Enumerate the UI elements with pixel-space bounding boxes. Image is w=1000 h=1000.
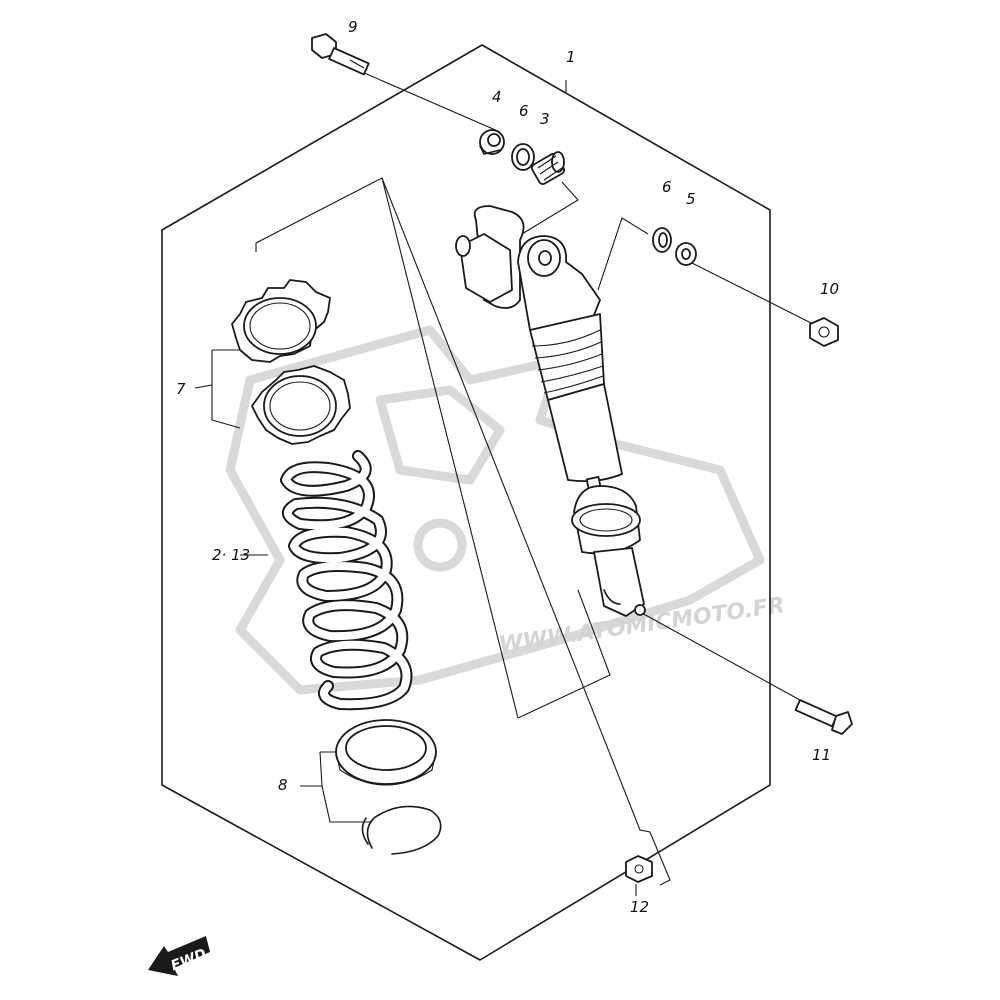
- part-7-adjuster-nuts: [231, 279, 351, 445]
- part-6-seal-right: [652, 227, 672, 253]
- callout-3: 3: [540, 110, 550, 128]
- callout-2-13: 2· 13: [212, 546, 250, 564]
- part-6-seal-upper: [511, 143, 535, 171]
- part-3-bearing: [530, 151, 566, 185]
- part-1-shock-absorber: [455, 205, 646, 617]
- part-9-bolt: [311, 33, 370, 76]
- part-12-nut: [625, 855, 653, 883]
- bracket-lines: [194, 71, 816, 886]
- callout-4: 4: [492, 88, 502, 106]
- part-8-spring-seat: [335, 719, 442, 855]
- callout-7: 7: [176, 380, 186, 398]
- callout-6-right: 6: [662, 178, 672, 196]
- callout-labels: 1 9 4 6 3 6 5 10 7 2· 13 8 11 12: [176, 18, 839, 916]
- part-11-bolt: [794, 699, 853, 735]
- callout-12: 12: [630, 898, 649, 916]
- part-2-13-coil-spring: [280, 450, 413, 711]
- callout-8: 8: [278, 776, 288, 794]
- assembly-frame: [161, 44, 771, 961]
- callout-9: 9: [348, 18, 358, 36]
- callout-10: 10: [820, 280, 839, 298]
- part-5-collar: [675, 242, 697, 266]
- part-10-nut: [809, 317, 839, 347]
- part-4-collar: [479, 129, 505, 155]
- callout-11: 11: [812, 746, 831, 764]
- fwd-arrow: FWD: [148, 936, 210, 976]
- callout-1: 1: [566, 48, 576, 66]
- callout-5: 5: [686, 190, 696, 208]
- callout-6-upper: 6: [519, 102, 529, 120]
